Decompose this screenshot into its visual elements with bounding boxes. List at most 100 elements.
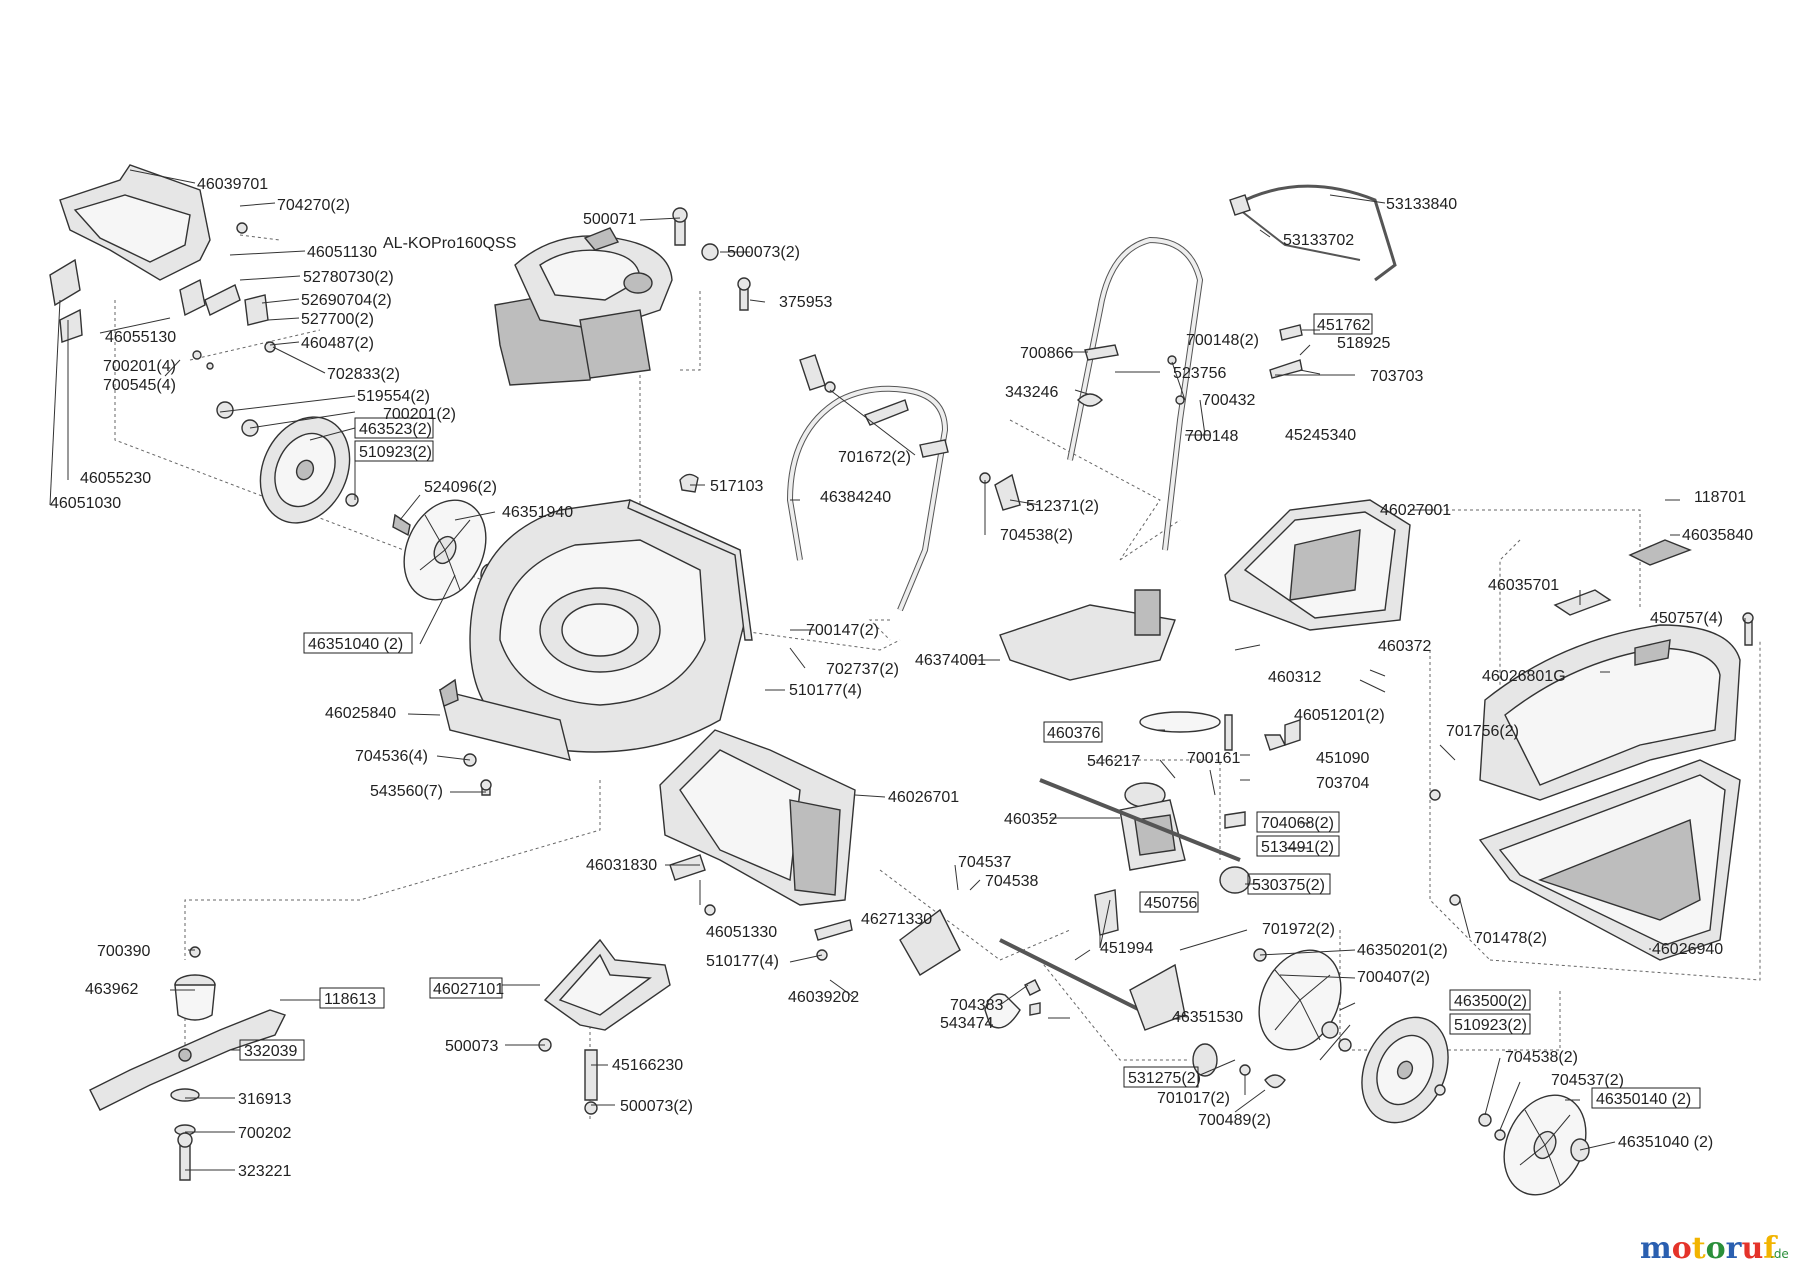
logo-letter: f <box>1763 1231 1778 1266</box>
label-323221: 323221 <box>238 1163 291 1180</box>
logo-letter: o <box>1672 1231 1692 1266</box>
label-46055130: 46055130 <box>105 329 176 346</box>
upper-handle-part <box>1067 184 1397 551</box>
label-500073a: 500073(2) <box>727 244 800 261</box>
logo-letter: m <box>1640 1231 1672 1266</box>
label-701478: 701478(2) <box>1474 930 1547 947</box>
label-523756: 523756 <box>1173 365 1226 382</box>
label-700161: 700161 <box>1187 750 1240 767</box>
label-451762: 451762 <box>1317 317 1370 334</box>
label-46055230: 46055230 <box>80 470 151 487</box>
label-450756: 450756 <box>1144 895 1197 912</box>
label-46025840: 46025840 <box>325 705 396 722</box>
label-46374001: 46374001 <box>915 652 986 669</box>
label-46051030: 46051030 <box>50 495 121 512</box>
label-543560: 543560(7) <box>370 783 443 800</box>
label-53133702: 53133702 <box>1283 232 1354 249</box>
label-704270: 704270(2) <box>277 197 350 214</box>
label-46035701: 46035701 <box>1488 577 1559 594</box>
boxed-label-frames <box>239 313 1701 1109</box>
label-460352: 460352 <box>1004 811 1057 828</box>
part-labels: 46039701 704270(2) 46051130 52780730(2) … <box>50 176 1753 1180</box>
motoruf-logo: motoruf .de <box>1640 1231 1789 1266</box>
leader-lines <box>49 169 1746 1171</box>
label-46351530: 46351530 <box>1172 1009 1243 1026</box>
label-704538a: 704538(2) <box>1000 527 1073 544</box>
hubcap-right-part <box>1478 1094 1590 1196</box>
label-700545: 700545(4) <box>103 377 176 394</box>
label-46039202: 46039202 <box>788 989 859 1006</box>
label-460312: 460312 <box>1268 669 1321 686</box>
label-703703: 703703 <box>1370 368 1423 385</box>
engine-part <box>494 227 673 386</box>
label-46026701: 46026701 <box>888 789 959 806</box>
chute-part <box>999 589 1176 681</box>
front-axle-part <box>899 908 1286 1089</box>
label-460376: 460376 <box>1047 725 1100 742</box>
label-704536: 704536(4) <box>355 748 428 765</box>
label-52780730: 52780730(2) <box>303 269 394 286</box>
label-510923b: 510923(2) <box>1454 1017 1527 1034</box>
label-519554: 519554(2) <box>357 388 430 405</box>
mulch-insert-part <box>538 938 671 1115</box>
label-375953: 375953 <box>779 294 832 311</box>
label-531275: 531275(2) <box>1128 1070 1201 1087</box>
grass-catcher-part <box>1429 539 1754 961</box>
label-530375: 530375(2) <box>1252 877 1325 894</box>
label-543474: 543474 <box>940 1015 993 1032</box>
label-46026801G: 46026801G <box>1482 668 1566 685</box>
label-460487: 460487(2) <box>301 335 374 352</box>
label-500073c: 500073(2) <box>620 1098 693 1115</box>
label-518925: 518925 <box>1337 335 1390 352</box>
label-700407: 700407(2) <box>1357 969 1430 986</box>
label-702833: 702833(2) <box>327 366 400 383</box>
label-703704: 703704 <box>1316 775 1369 792</box>
label-546217: 546217 <box>1087 753 1140 770</box>
label-343246: 343246 <box>1005 384 1058 401</box>
label-450757: 450757(4) <box>1650 610 1723 627</box>
label-701756: 701756(2) <box>1446 723 1519 740</box>
label-700148b: 700148 <box>1185 428 1238 445</box>
label-700489: 700489(2) <box>1198 1112 1271 1129</box>
label-118701: 118701 <box>1694 489 1746 506</box>
label-46350140: 46350140 (2) <box>1596 1091 1691 1108</box>
label-46031830: 46031830 <box>586 857 657 874</box>
label-510923a: 510923(2) <box>359 444 432 461</box>
engine-fasteners <box>672 207 751 493</box>
mower-deck-part <box>439 499 753 796</box>
label-700147: 700147(2) <box>806 622 879 639</box>
front-wheel-right-part <box>1253 948 1449 1124</box>
label-704537a: 704537 <box>958 854 1011 871</box>
label-700866: 700866 <box>1020 345 1073 362</box>
label-316913: 316913 <box>238 1091 291 1108</box>
label-524096: 524096(2) <box>424 479 497 496</box>
label-500071: 500071 <box>583 211 636 228</box>
label-46351040a: 46351040 (2) <box>308 636 403 653</box>
label-463500: 463500(2) <box>1454 993 1527 1010</box>
label-510177a: 510177(4) <box>789 682 862 699</box>
label-46271330: 46271330 <box>861 911 932 928</box>
logo-letter: u <box>1741 1231 1763 1266</box>
label-704538b: 704538 <box>985 873 1038 890</box>
rear-flap-part <box>49 164 276 370</box>
gearbox-part <box>1039 711 1301 936</box>
label-704383: 704383 <box>950 997 1003 1014</box>
label-52690704: 52690704(2) <box>301 292 392 309</box>
label-46351940: 46351940 <box>502 504 573 521</box>
label-463962: 463962 <box>85 981 138 998</box>
label-45166230: 45166230 <box>612 1057 683 1074</box>
label-512371: 512371(2) <box>1026 498 1099 515</box>
label-451090: 451090 <box>1316 750 1369 767</box>
label-118613: 118613 <box>324 991 376 1008</box>
label-46350201: 46350201(2) <box>1357 942 1448 959</box>
label-701972: 701972(2) <box>1262 921 1335 938</box>
label-46384240: 46384240 <box>820 489 891 506</box>
label-451994: 451994 <box>1100 940 1153 957</box>
label-46039701: 46039701 <box>197 176 268 193</box>
label-46027101: 46027101 <box>433 981 504 998</box>
catcher-cover-part <box>1224 499 1411 631</box>
lower-handle-part <box>786 354 1021 612</box>
label-46051130: 46051130 <box>307 244 377 261</box>
label-500073b: 500073 <box>445 1038 498 1055</box>
